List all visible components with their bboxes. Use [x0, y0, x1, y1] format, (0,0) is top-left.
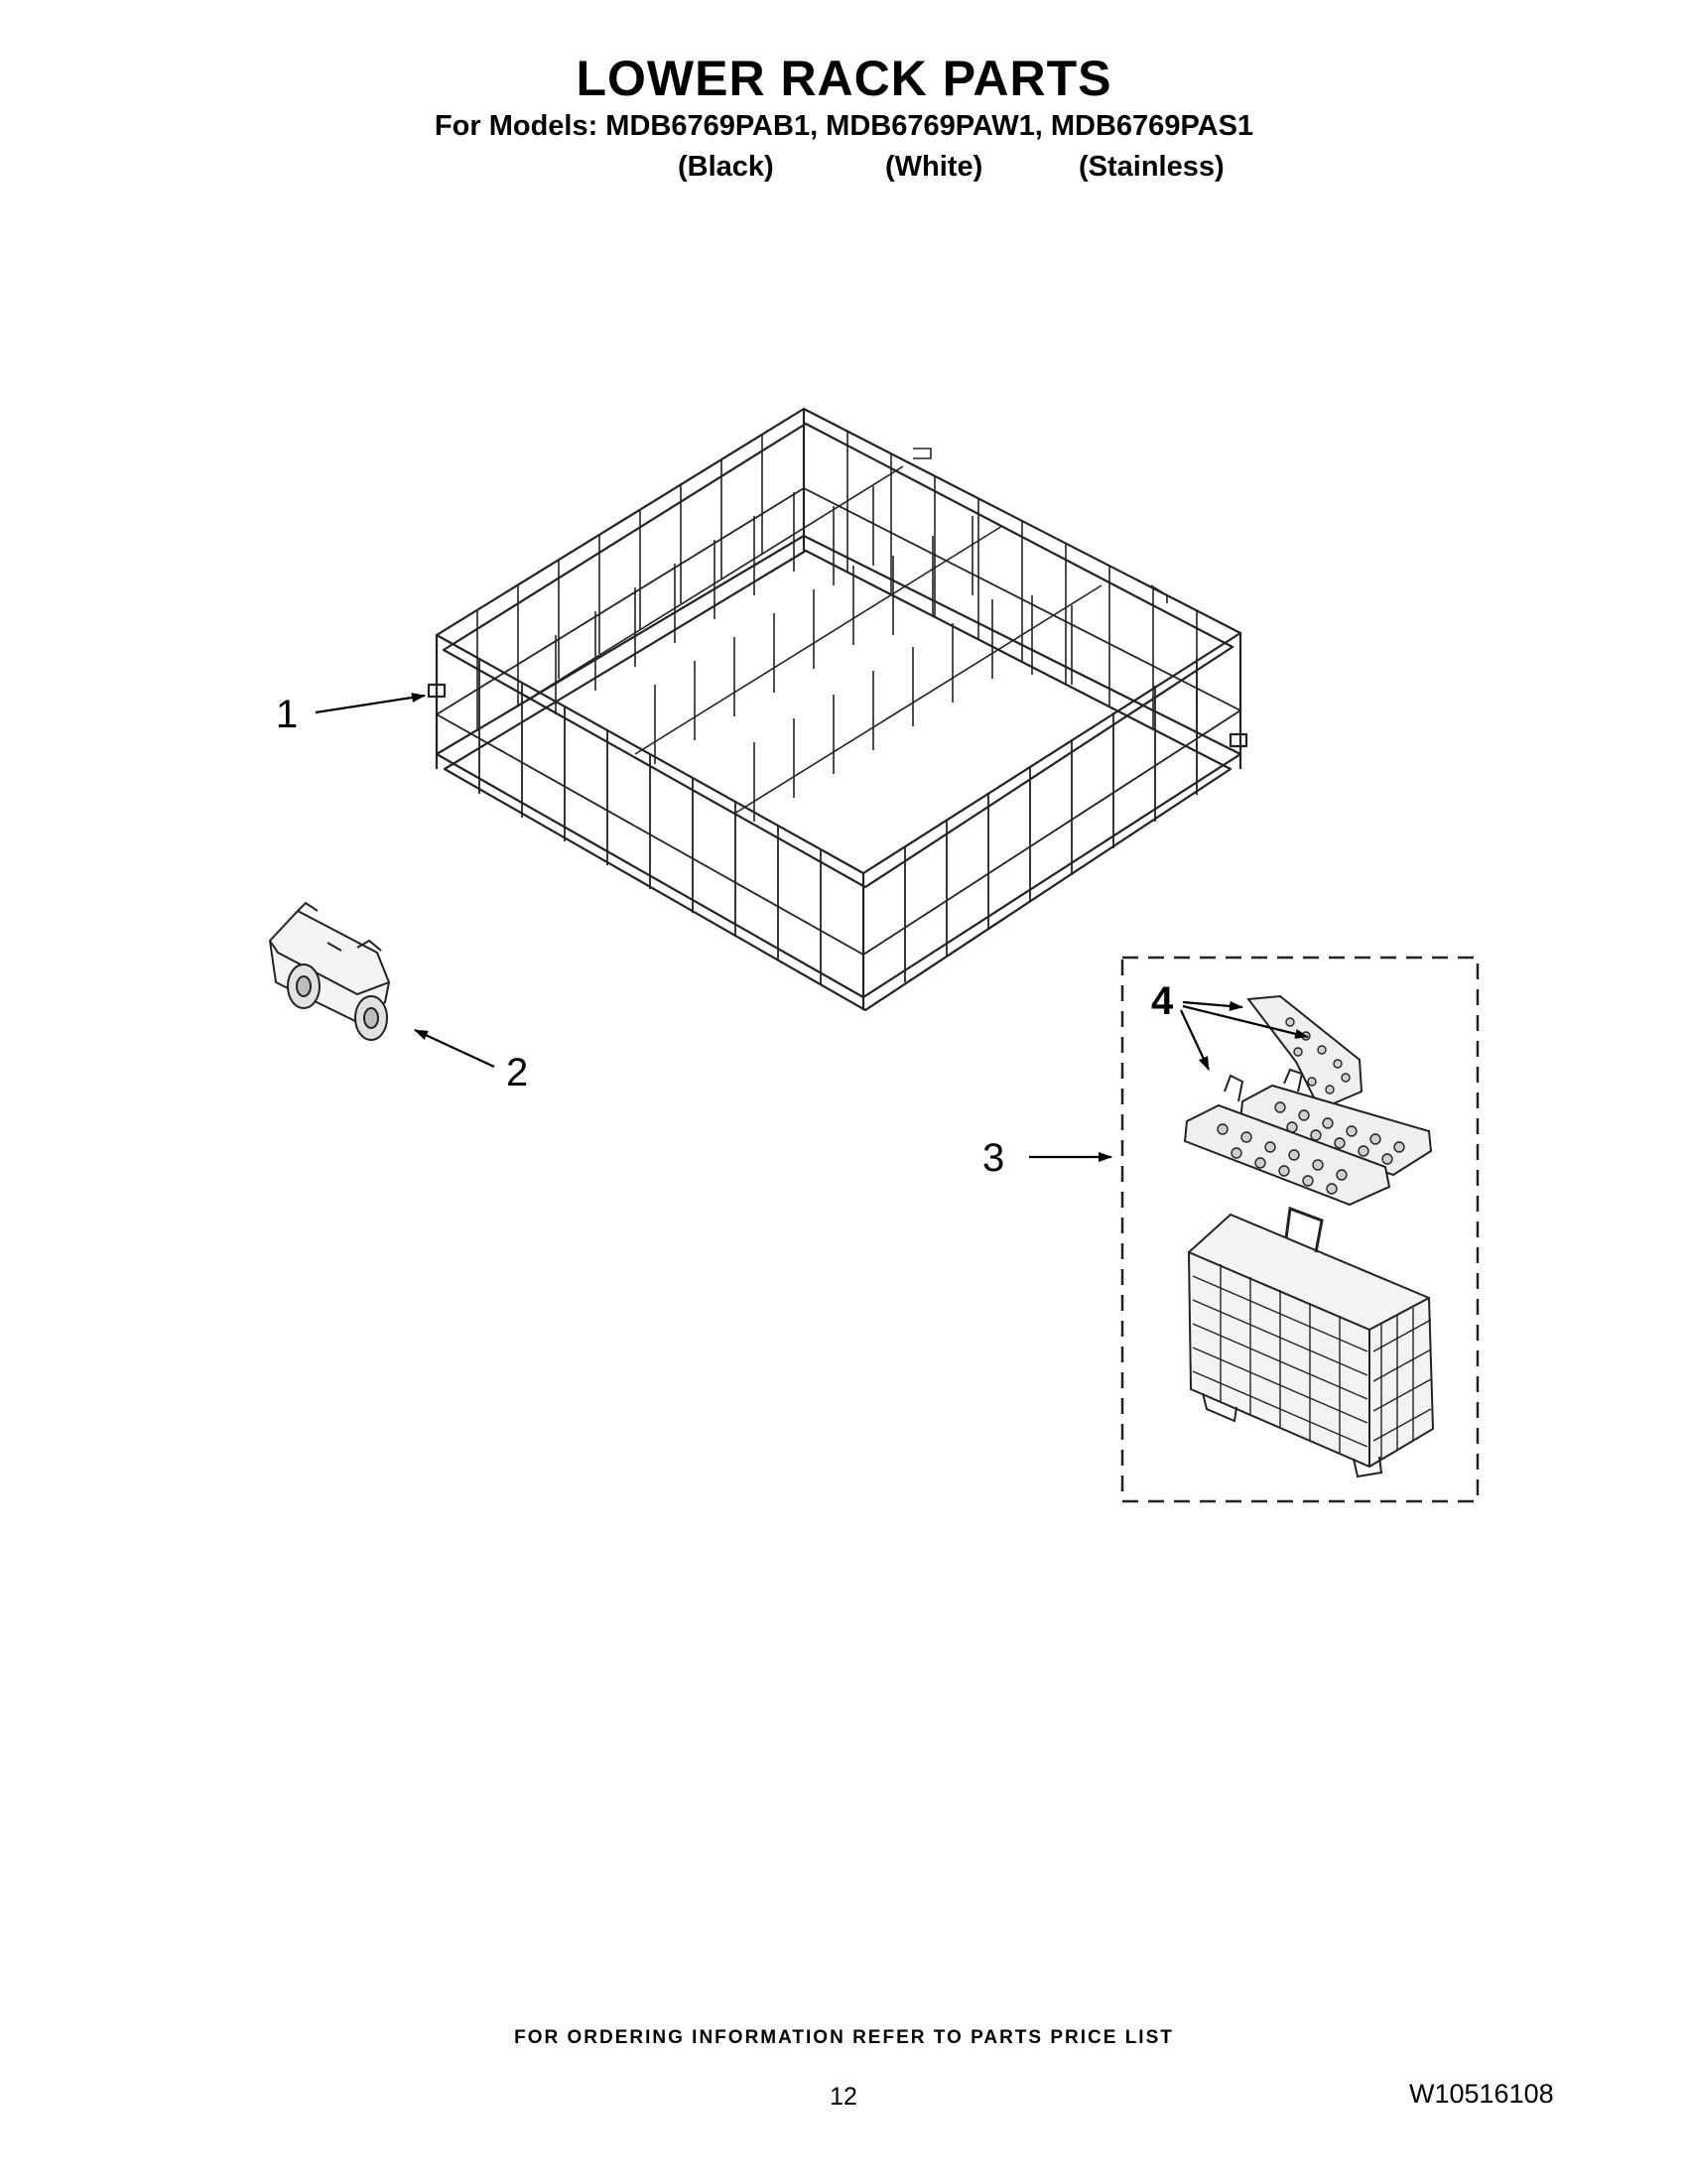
- variant-white: (White): [885, 151, 983, 183]
- arrow-part-1: [315, 693, 426, 714]
- page-title: LOWER RACK PARTS: [576, 51, 1112, 106]
- document-id: W10516108: [1409, 2079, 1554, 2109]
- arrow-part-4c: [1180, 1009, 1210, 1071]
- silverware-basket-illustration: [1187, 1206, 1435, 1478]
- arrow-part-2: [414, 1029, 495, 1068]
- callout-3: 3: [982, 1136, 1004, 1180]
- callout-1: 1: [276, 693, 298, 736]
- ordering-note: FOR ORDERING INFORMATION REFER TO PARTS …: [514, 2027, 1174, 2048]
- models-line: For Models: MDB6769PAB1, MDB6769PAW1, MD…: [434, 110, 1254, 142]
- callout-2: 2: [506, 1051, 528, 1094]
- arrow-part-4a: [1182, 1000, 1243, 1011]
- callout-4: 4: [1151, 979, 1174, 1023]
- leader-arrows: [315, 693, 1309, 1162]
- variant-black: (Black): [678, 151, 774, 183]
- variant-stainless: (Stainless): [1079, 151, 1225, 183]
- arrow-part-4b: [1182, 1004, 1309, 1039]
- silverware-basket-group-box: [1120, 956, 1480, 1503]
- lower-rack-illustration: [427, 407, 1248, 1012]
- rack-wheel-illustration: [268, 901, 391, 1041]
- page-number: 12: [830, 2083, 857, 2111]
- basket-covers-illustration: [1183, 994, 1433, 1207]
